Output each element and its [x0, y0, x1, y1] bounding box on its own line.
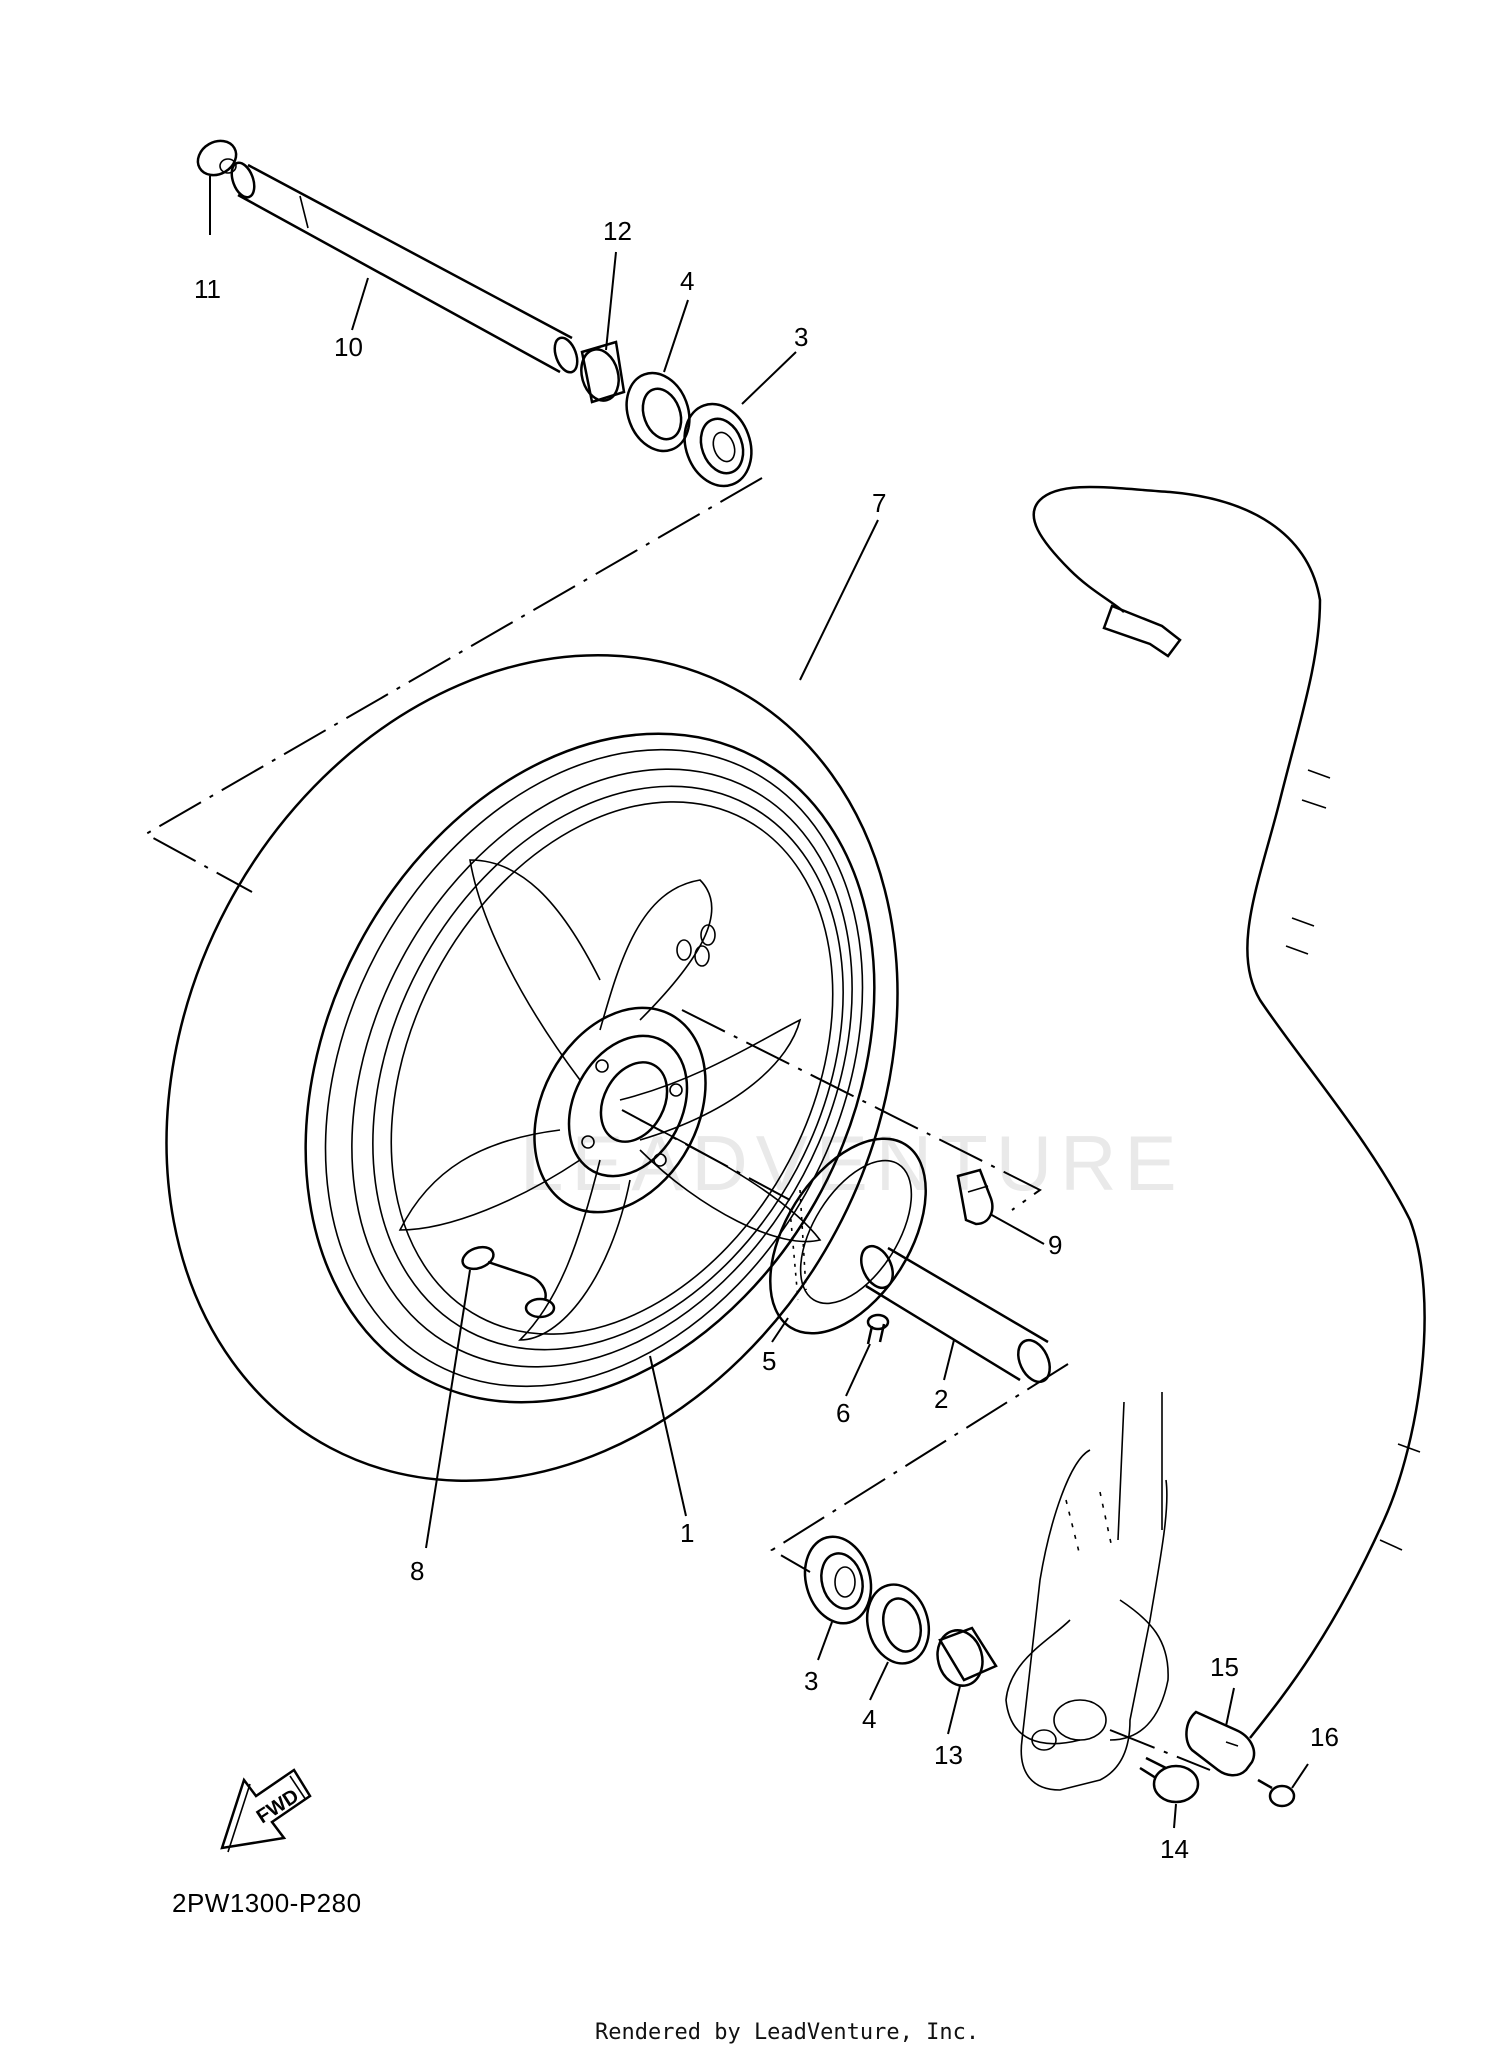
watermark-text: LEADVENTURE: [520, 1119, 1184, 1207]
wheel-sensor-part-15: [1185, 1710, 1256, 1777]
callout-15: 15: [1210, 1652, 1239, 1682]
front-axle-part-10: [230, 161, 579, 374]
assembly-line-upper: [143, 477, 763, 893]
callout-10: 10: [334, 332, 363, 362]
screw-part-6: [866, 1313, 890, 1345]
oil-seal-part-4-top: [625, 371, 691, 453]
callout-3-bottom: 3: [804, 1666, 818, 1696]
callout-16: 16: [1310, 1722, 1339, 1752]
fwd-label: FWD: [253, 1785, 303, 1828]
callout-12: 12: [603, 216, 632, 246]
callout-1: 1: [680, 1518, 694, 1548]
assembly-line-hub-right: [681, 1009, 1042, 1211]
air-valve-part-8: [461, 1245, 556, 1319]
callout-2: 2: [934, 1384, 948, 1414]
bolt-part-16: [1257, 1778, 1296, 1808]
spacer-part-12: [580, 340, 626, 404]
cast-wheel-part-1: [324, 748, 864, 1388]
front-fork-outline: [1005, 1392, 1169, 1791]
tire-part-7: [165, 653, 899, 1483]
callout-5: 5: [762, 1346, 776, 1376]
spacer-part-13: [936, 1626, 998, 1687]
callout-3-top: 3: [794, 322, 808, 352]
callout-4-bottom: 4: [862, 1704, 876, 1734]
diagram-code: 2PW1300-P280: [172, 1888, 362, 1918]
callout-11: 11: [194, 274, 221, 304]
callout-8: 8: [410, 1556, 424, 1586]
render-credit: Rendered by LeadVenture, Inc.: [595, 2020, 980, 2045]
axle-collar-part-11: [196, 139, 238, 177]
callout-9: 9: [1048, 1230, 1062, 1260]
oil-seal-part-4-bottom: [865, 1583, 931, 1665]
sensor-rotor-part-5: [769, 1137, 927, 1335]
fwd-arrow-icon: FWD: [220, 1768, 312, 1853]
callout-4-top: 4: [680, 266, 694, 296]
assembly-line-lower: [770, 1363, 1069, 1573]
sensor-lead-cable: [1032, 485, 1426, 1739]
bolt-part-14: [1139, 1756, 1200, 1804]
collar-part-2: [860, 1244, 1051, 1384]
bearing-part-3-bottom: [803, 1535, 873, 1625]
leader-lines: [209, 176, 1309, 1829]
callout-14: 14: [1160, 1834, 1189, 1864]
bearing-part-3-top: [683, 402, 753, 488]
callout-13: 13: [934, 1740, 963, 1770]
assembly-line-fork: [1109, 1729, 1211, 1771]
callout-7: 7: [872, 488, 886, 518]
assembly-line-hub-rotor: [621, 1109, 791, 1201]
callout-6: 6: [836, 1398, 850, 1428]
